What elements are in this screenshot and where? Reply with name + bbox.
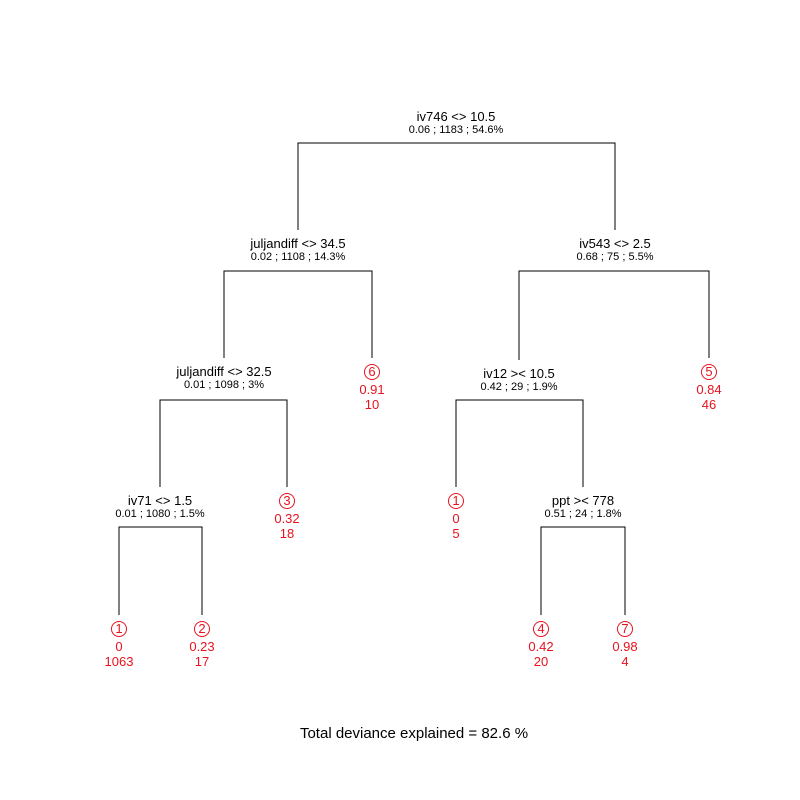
- leaf-5-value: 0: [452, 511, 460, 526]
- leaf-2-value: 0.23: [189, 639, 215, 654]
- branch-node-3: [518, 270, 710, 360]
- leaf-1-cluster: 1: [115, 621, 123, 636]
- tree-edges: [118, 142, 710, 615]
- leaf-3-circle: [279, 493, 295, 509]
- leaf-8-circle: [701, 364, 717, 380]
- node-4-split: juljandiff <> 32.5: [176, 364, 272, 379]
- node-7-stats: 0.51 ; 24 ; 1.8%: [544, 508, 622, 520]
- node-7-split: ppt >< 778: [551, 493, 615, 508]
- branch-node-2: [223, 270, 373, 358]
- leaf-3-cluster: 3: [283, 493, 291, 508]
- branch-node-5: [455, 399, 584, 487]
- branch-node-6: [118, 526, 203, 615]
- branch-node-4: [159, 399, 288, 487]
- node-2-stats: 0.02 ; 1108 ; 14.3%: [250, 251, 346, 263]
- leaf-2-circle: [194, 621, 210, 637]
- leaf-4-circle: [364, 364, 380, 380]
- branch-node-7: [540, 526, 626, 615]
- node-3-split: iv543 <> 2.5: [579, 236, 651, 251]
- leaf-7-circle: [617, 621, 633, 637]
- leaf-4-cluster: 6: [368, 364, 376, 379]
- node-4-stats: 0.01 ; 1098 ; 3%: [183, 379, 265, 391]
- leaf-1-value: 0: [115, 639, 123, 654]
- leaf-7-count: 4: [621, 654, 629, 669]
- deviance-explained-caption: Total deviance explained = 82.6 %: [299, 725, 529, 742]
- leaf-2-count: 17: [194, 654, 210, 669]
- leaf-7-cluster: 7: [621, 621, 629, 636]
- leaf-4-value: 0.91: [359, 382, 385, 397]
- leaf-6-cluster: 4: [537, 621, 545, 636]
- leaf-3-count: 18: [279, 526, 295, 541]
- node-3-stats: 0.68 ; 75 ; 5.5%: [576, 251, 654, 263]
- leaf-2-cluster: 2: [198, 621, 206, 636]
- node-5-stats: 0.42 ; 29 ; 1.9%: [480, 381, 558, 393]
- node-6-stats: 0.01 ; 1080 ; 1.5%: [115, 508, 205, 520]
- leaf-markers: [111, 364, 717, 637]
- leaf-5-count: 5: [452, 526, 460, 541]
- leaf-4-count: 10: [364, 397, 380, 412]
- leaf-8-count: 46: [701, 397, 717, 412]
- leaf-6-count: 20: [533, 654, 549, 669]
- leaf-6-value: 0.42: [528, 639, 554, 654]
- node-1-split: iv746 <> 10.5: [416, 109, 496, 124]
- leaf-1-count: 1063: [104, 654, 134, 669]
- node-1-stats: 0.06 ; 1183 ; 54.6%: [408, 124, 504, 136]
- leaf-8-value: 0.84: [696, 382, 722, 397]
- branch-node-1: [297, 142, 616, 230]
- leaf-6-circle: [533, 621, 549, 637]
- leaf-3-value: 0.32: [274, 511, 300, 526]
- leaf-5-circle: [448, 493, 464, 509]
- node-2-split: juljandiff <> 34.5: [250, 236, 346, 251]
- node-5-split: iv12 >< 10.5: [483, 366, 555, 381]
- node-6-split: iv71 <> 1.5: [127, 493, 193, 508]
- leaf-8-cluster: 5: [705, 364, 713, 379]
- leaf-7-value: 0.98: [612, 639, 638, 654]
- leaf-5-cluster: 1: [452, 493, 460, 508]
- leaf-1-circle: [111, 621, 127, 637]
